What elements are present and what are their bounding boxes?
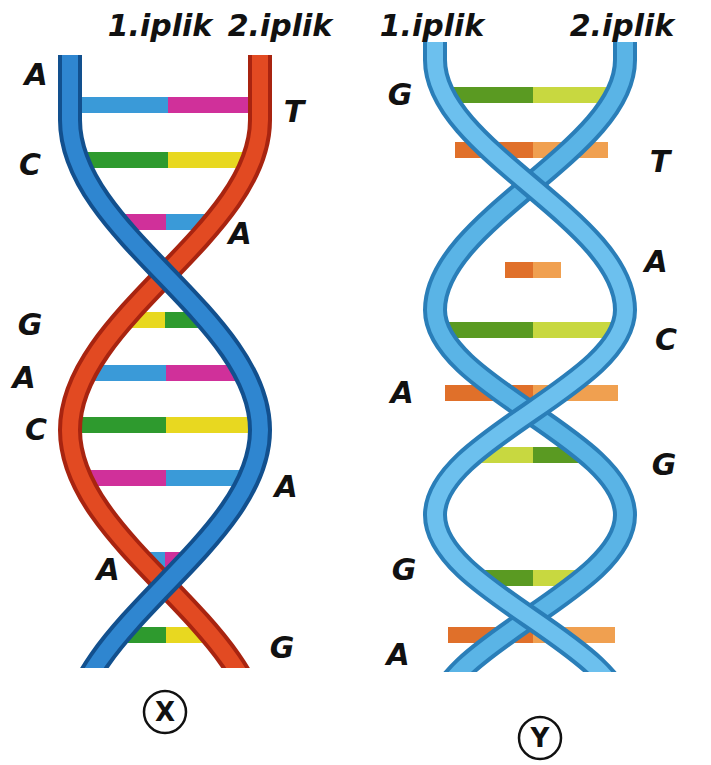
circle-label: Y bbox=[517, 715, 563, 761]
base-letter: T bbox=[284, 97, 304, 127]
base-letter: G bbox=[18, 310, 43, 340]
strand-heading: 2.iplik bbox=[570, 11, 675, 41]
base-letter: A bbox=[390, 378, 413, 408]
strand-heading: 2.iplik bbox=[228, 11, 333, 41]
base-letter: A bbox=[644, 247, 667, 277]
base-letter: T bbox=[650, 147, 670, 177]
base-letter: A bbox=[386, 640, 409, 670]
circle-label: X bbox=[142, 689, 188, 735]
base-letter: C bbox=[19, 150, 41, 180]
base-letter: A bbox=[24, 60, 47, 90]
circle-letter: X bbox=[155, 697, 175, 727]
base-letter: C bbox=[655, 325, 677, 355]
base-letter: A bbox=[12, 363, 35, 393]
strand-1-x bbox=[70, 55, 260, 668]
base-letter: G bbox=[392, 555, 417, 585]
base-letter: G bbox=[388, 80, 413, 110]
strand-2-x bbox=[70, 55, 260, 668]
base-letter: A bbox=[274, 472, 297, 502]
strand-heading: 1.iplik bbox=[108, 11, 213, 41]
strand-2-y bbox=[435, 42, 625, 672]
base-letter: G bbox=[270, 633, 295, 663]
base-letter: A bbox=[228, 219, 251, 249]
circle-letter: Y bbox=[531, 723, 550, 753]
base-pairs-x bbox=[74, 97, 256, 643]
base-letter: C bbox=[25, 415, 47, 445]
base-letter: G bbox=[652, 450, 677, 480]
strand-1-y bbox=[435, 42, 625, 672]
strand-heading: 1.iplik bbox=[380, 11, 485, 41]
base-letter: A bbox=[96, 555, 119, 585]
